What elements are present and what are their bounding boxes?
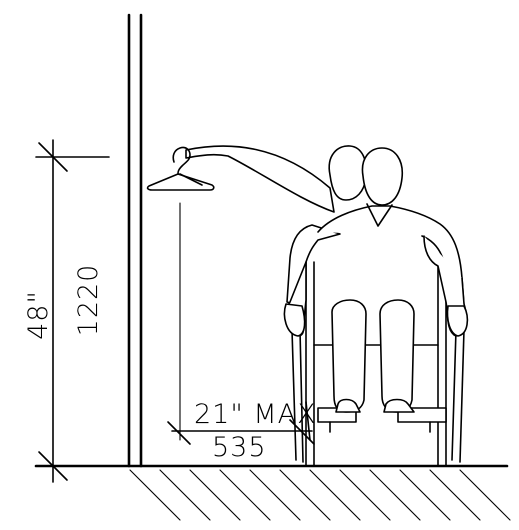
- wheelchair: [291, 257, 465, 467]
- horizontal-dimension: [167, 401, 315, 445]
- wall: [127, 13, 143, 468]
- floor-hatching: [129, 469, 511, 521]
- wheelchair-user-figure: [185, 145, 469, 413]
- reach-depth-metric: 535: [212, 432, 267, 463]
- coat-hanger-icon: [146, 146, 215, 191]
- reach-height-metric: 1220: [73, 264, 104, 337]
- reach-height-imperial: 48": [23, 290, 54, 340]
- reach-depth-imperial: 21" MAX: [194, 399, 317, 430]
- vertical-dimension: [35, 139, 110, 483]
